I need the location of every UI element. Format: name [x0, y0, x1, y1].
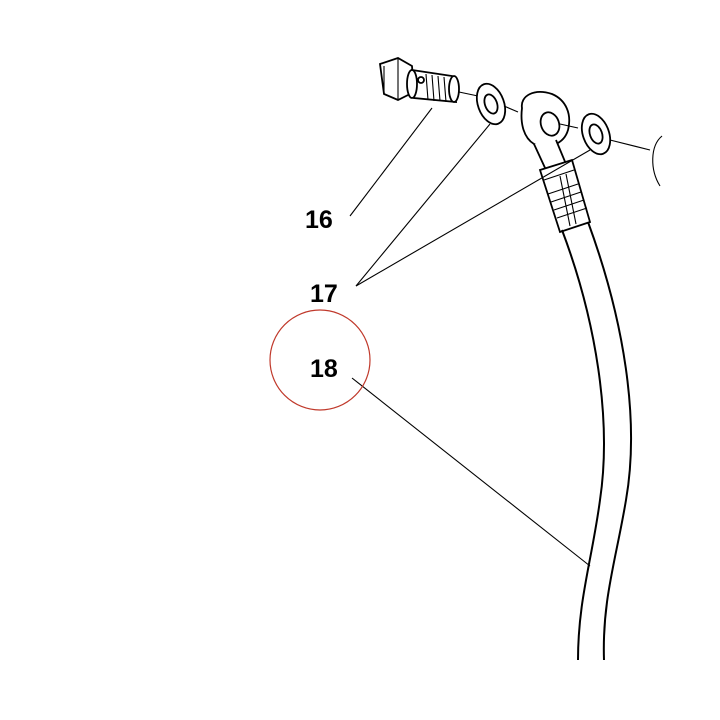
leader-16: [349, 107, 433, 217]
sealing-washer-1: [475, 82, 519, 126]
banjo-fitting: [520, 91, 579, 172]
callout-16: 16: [305, 206, 333, 234]
highlight-circle: [269, 309, 371, 411]
hose-crimp-ferrule: [538, 158, 592, 234]
callout-17: 17: [310, 280, 338, 308]
leader-17a: [355, 123, 491, 287]
banjo-bolt: [379, 57, 479, 104]
brake-hose: [561, 221, 633, 661]
callout-18: 18: [310, 355, 338, 383]
leader-18: [351, 377, 591, 567]
caliper-housing-partial: [652, 135, 663, 187]
leader-lines: [349, 107, 591, 567]
sealing-washer-2: [580, 112, 651, 156]
leader-17b: [355, 149, 591, 287]
